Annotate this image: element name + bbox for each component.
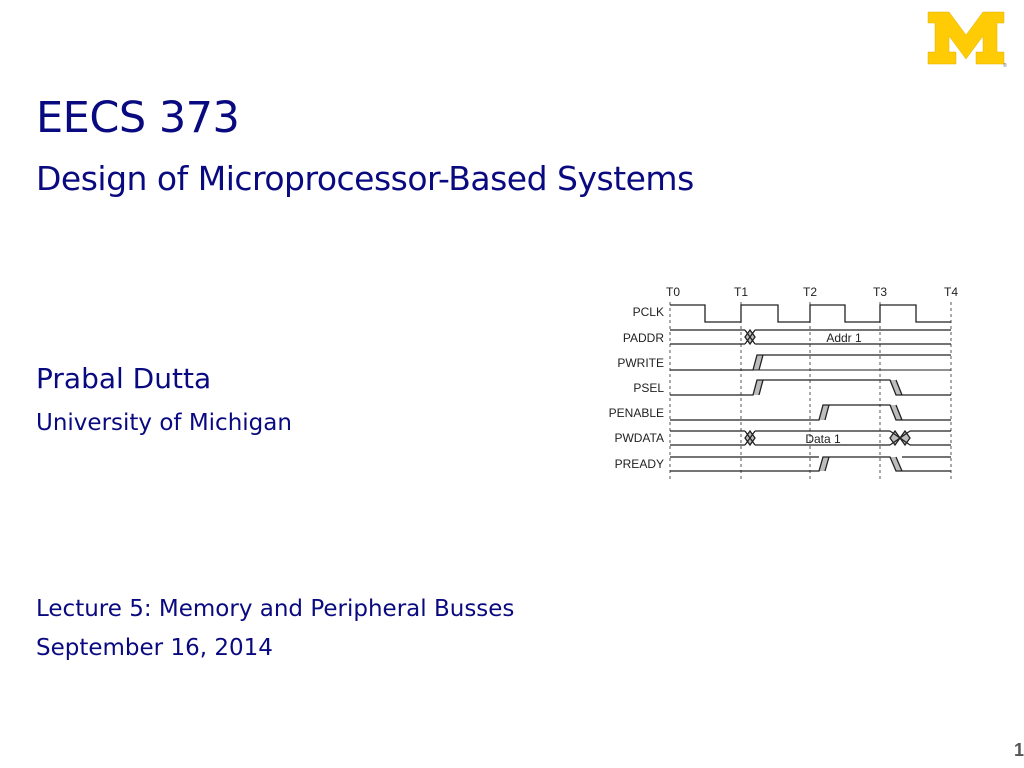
clock-label-t3: T3: [873, 285, 887, 299]
signal-label-pready: PREADY: [615, 457, 664, 471]
signal-label-penable: PENABLE: [609, 406, 664, 420]
block-m-logo-icon: ®: [927, 11, 1007, 68]
pwrite-waveform: [670, 354, 951, 371]
clock-label-t4: T4: [944, 285, 958, 299]
paddr-value-label: Addr 1: [826, 331, 862, 345]
signal-label-pclk: PCLK: [633, 305, 664, 319]
registered-mark: ®: [1003, 62, 1007, 68]
clock-label-t1: T1: [734, 285, 748, 299]
signal-label-paddr: PADDR: [623, 331, 664, 345]
pclk-waveform: [670, 304, 951, 323]
clock-label-t0: T0: [666, 285, 680, 299]
signal-label-pwrite: PWRITE: [617, 356, 664, 370]
clock-edge-markers: [669, 302, 952, 480]
pwdata-waveform: [670, 429, 951, 447]
pwdata-value-label: Data 1: [805, 432, 841, 446]
clock-label-t2: T2: [803, 285, 817, 299]
psel-waveform: [670, 379, 951, 396]
apb-write-timing-diagram: T0 T1 T2 T3 T4 PCLK PADDR PWRITE PSEL PE…: [609, 285, 958, 480]
page-number: 1: [1013, 740, 1024, 760]
signal-label-pwdata: PWDATA: [614, 431, 664, 445]
penable-waveform: [670, 404, 951, 421]
slide-title: EECS 373: [36, 93, 240, 143]
lecture-date: September 16, 2014: [36, 635, 273, 661]
slide-subtitle: Design of Microprocessor-Based Systems: [36, 159, 694, 198]
paddr-waveform: [670, 328, 951, 346]
signal-label-psel: PSEL: [633, 381, 664, 395]
author-affiliation: University of Michigan: [36, 410, 292, 436]
block-m-shape: [927, 11, 1005, 65]
pready-waveform: [670, 456, 951, 472]
author-name: Prabal Dutta: [36, 362, 212, 395]
lecture-title: Lecture 5: Memory and Peripheral Busses: [36, 596, 515, 622]
